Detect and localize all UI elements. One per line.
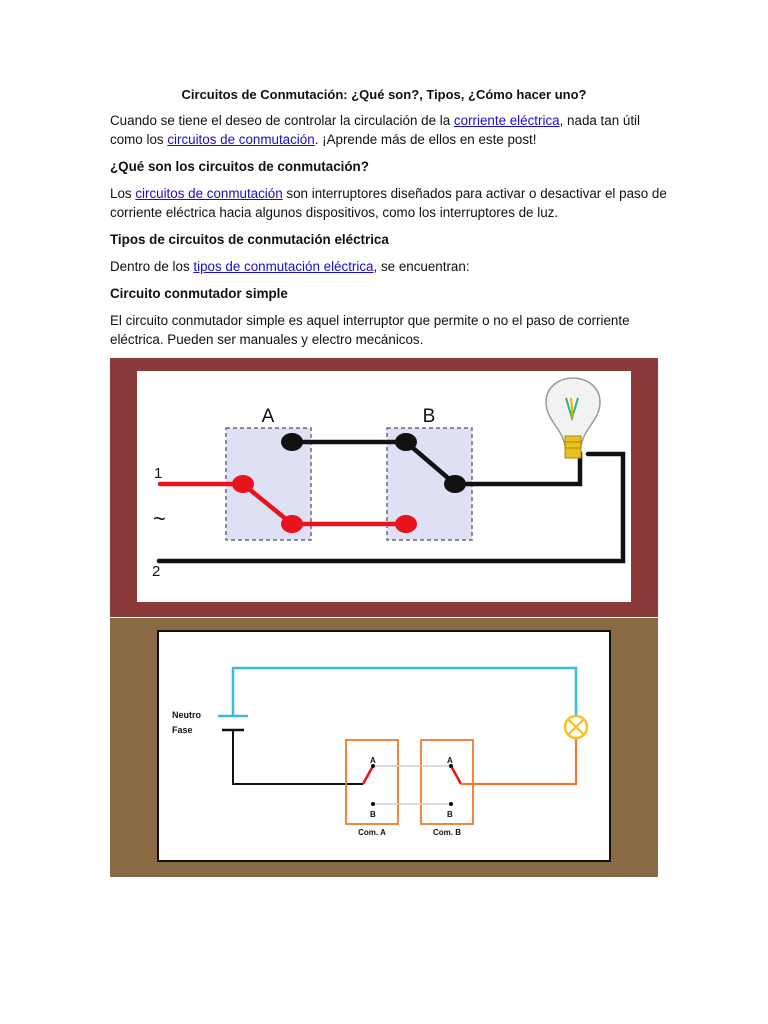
- switch-a-lever: [240, 481, 295, 527]
- wire-load: [461, 738, 578, 786]
- switch-com-b-box: [420, 739, 474, 825]
- label-b: B: [423, 406, 436, 427]
- heading-conmutador-simple: Circuito conmutador simple: [110, 286, 288, 301]
- switch-b-lever-2: [449, 765, 463, 785]
- label-a-com-b: A: [447, 756, 453, 765]
- figure-three-way-switch-diagram: A B 1 ~ 2: [110, 358, 658, 617]
- label-a-com-a: A: [370, 756, 376, 765]
- figure2-canvas: [157, 630, 611, 862]
- paragraph-tipos: Dentro de los tipos de conmutación eléct…: [110, 257, 670, 276]
- switch-com-a-box: [345, 739, 399, 825]
- conmutador-text-line2: eléctrica. Pueden ser manuales y electro…: [110, 332, 424, 347]
- tipos-text-post: , se encuentran:: [373, 259, 470, 274]
- label-2: 2: [152, 563, 160, 580]
- label-fase: Fase: [172, 725, 193, 735]
- que-son-text-pre: Los: [110, 186, 136, 201]
- lamp-icon: [563, 714, 589, 740]
- terminal-a-top: [281, 433, 303, 451]
- figure2-svg: Neutro Fase A B A B Com. A Com. B: [110, 618, 658, 877]
- figure1-svg: A B 1 ~ 2: [110, 358, 658, 617]
- label-1: 1: [154, 465, 162, 482]
- label-a: A: [262, 406, 275, 427]
- label-b-com-a: B: [370, 810, 376, 819]
- wire-b-to-lamp: [452, 450, 583, 487]
- link-circuitos-de-conmutacion[interactable]: circuitos de conmutación: [135, 186, 283, 201]
- intro-text-mid2: como los: [110, 132, 168, 147]
- heading-tipos: Tipos de circuitos de conmutación eléctr…: [110, 232, 389, 247]
- link-corriente-electrica[interactable]: corriente eléctrica: [453, 113, 560, 128]
- terminal-b-bottom: [395, 515, 417, 533]
- paragraph-que-son: Los circuitos de conmutación son interru…: [110, 184, 670, 222]
- link-circuitos-de-conmutacion-intro[interactable]: circuitos de conmutación: [167, 132, 315, 147]
- figure-commuted-lamp-diagram: Neutro Fase A B A B Com. A Com. B: [110, 618, 658, 877]
- red-wires: [157, 481, 409, 527]
- link-tipos-de-conmutacion[interactable]: tipos de conmutación eléctrica: [193, 259, 374, 274]
- intro-paragraph: Cuando se tiene el deseo de controlar la…: [110, 111, 670, 149]
- document-title: Circuitos de Conmutación: ¿Qué son?, Tip…: [181, 87, 587, 102]
- contact-b1: [371, 802, 375, 806]
- label-com-a: Com. A: [358, 828, 386, 837]
- label-b-com-b: B: [447, 810, 453, 819]
- black-wires: [156, 439, 626, 564]
- terminal-b-top: [395, 433, 417, 451]
- contact-a1: [371, 764, 375, 768]
- contact-b2: [449, 802, 453, 806]
- terminal-a-common: [232, 475, 254, 493]
- terminal-b-common: [444, 475, 466, 493]
- heading-que-son: ¿Qué son los circuitos de conmutación?: [110, 159, 369, 174]
- label-tilde: ~: [153, 506, 166, 531]
- contact-a2: [449, 764, 453, 768]
- que-son-text-line1: son interruptores diseñados para activar…: [282, 186, 667, 201]
- switch-a-lever-2: [361, 765, 375, 785]
- label-neutro: Neutro: [172, 710, 202, 720]
- terminal-a-bottom: [281, 515, 303, 533]
- light-bulb-icon: [545, 377, 601, 459]
- paragraph-conmutador-simple: El circuito conmutador simple es aquel i…: [110, 311, 670, 349]
- label-com-b: Com. B: [433, 828, 461, 837]
- que-son-text-line2: corriente eléctrica hacia algunos dispos…: [110, 205, 559, 220]
- intro-text-mid1: , nada tan útil: [559, 113, 641, 128]
- conmutador-text-line1: El circuito conmutador simple es aquel i…: [110, 313, 630, 328]
- tipos-text-pre: Dentro de los: [110, 259, 194, 274]
- intro-text-pre: Cuando se tiene el deseo de controlar la…: [110, 113, 454, 128]
- wire-return-2: [156, 451, 626, 564]
- switch-b-lever: [403, 439, 458, 487]
- wire-neutral: [231, 666, 578, 716]
- intro-text-post: . ¡Aprende más de ellos en este post!: [314, 132, 537, 147]
- wire-phase: [232, 730, 363, 785]
